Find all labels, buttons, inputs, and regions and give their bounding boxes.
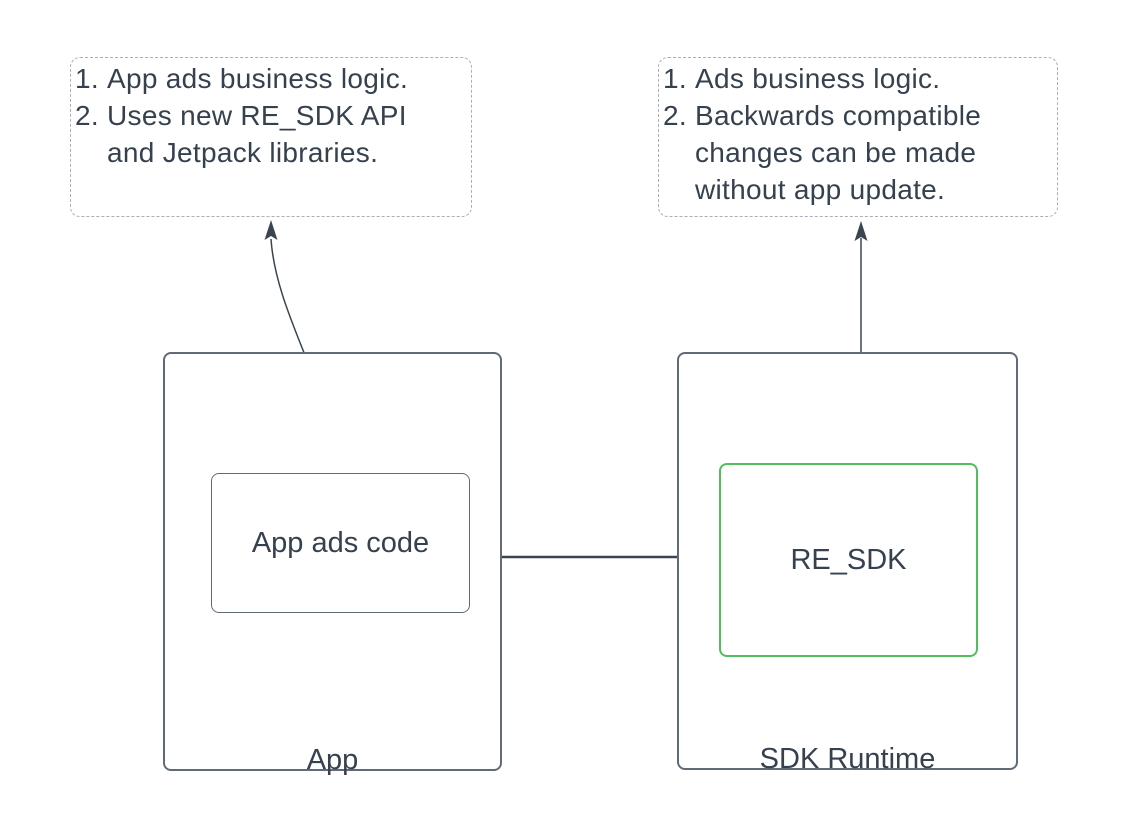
re-sdk-label: RE_SDK [790,543,907,576]
note-item-number: 1. [75,63,99,94]
note-item: 2. Backwards compatible changes can be m… [663,97,1053,208]
re-sdk-box: RE_SDK [719,463,978,657]
arrowhead-up-icon [264,220,278,240]
app-ads-code-box: App ads code [211,473,470,613]
note-item-number: 1. [663,63,687,94]
note-item: 1. App ads business logic. [75,60,467,97]
note-item-text: Backwards compatible changes can be made… [695,100,982,205]
note-item-number: 2. [663,100,687,131]
sdk-runtime-container-label: SDK Runtime [759,743,936,775]
note-item: 1. Ads business logic. [663,60,1053,97]
note-item-text: Ads business logic. [695,63,941,94]
sdk-note-box: 1. Ads business logic. 2. Backwards comp… [658,57,1058,217]
arrowhead-up-icon [854,221,868,241]
note-item-text: Uses new RE_SDK API and Jetpack librarie… [107,100,407,168]
note-item-text: App ads business logic. [107,63,409,94]
note-item: 2. Uses new RE_SDK API and Jetpack libra… [75,97,467,171]
app-note-box: 1. App ads business logic. 2. Uses new R… [70,57,472,217]
note-item-number: 2. [75,100,99,131]
app-ads-code-label: App ads code [251,526,430,559]
app-container-label: App [306,744,359,776]
